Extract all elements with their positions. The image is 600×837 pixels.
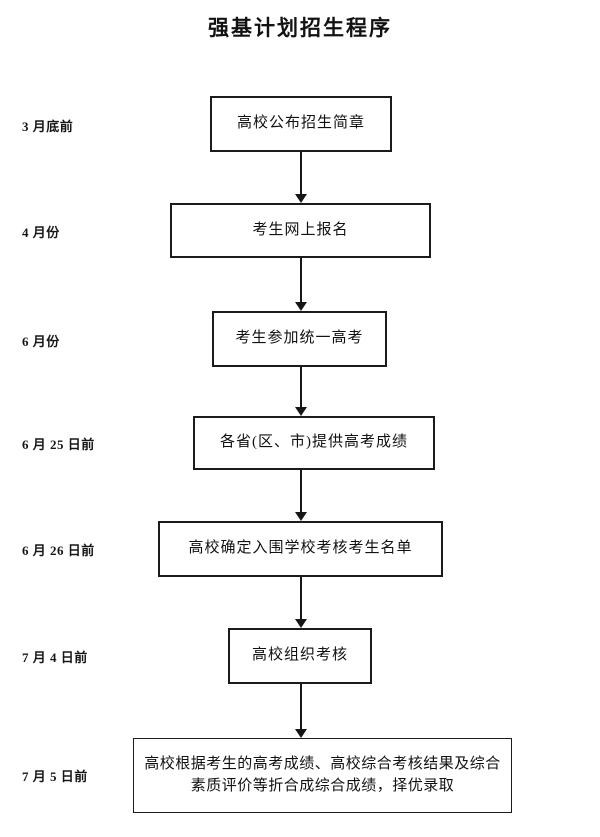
step-box-label: 高校公布招生简章 [236, 115, 365, 132]
step-box[interactable]: 高校公布招生简章 [210, 96, 392, 152]
step-box-label: 各省(区、市)提供高考成绩 [220, 434, 408, 451]
flow-arrow-icon [294, 684, 308, 738]
step-box-label: 考生网上报名 [252, 221, 349, 238]
step-date-label: 7 月 4 日前 [22, 650, 88, 665]
step-date-label: 4 月份 [22, 225, 60, 240]
step-box[interactable]: 高校确定入围学校考核考生名单 [158, 521, 443, 577]
flow-arrow-icon [294, 367, 308, 416]
step-date-label: 6 月份 [22, 334, 60, 349]
step-box-label: 高校根据考生的高考成绩、高校综合考核结果及综合素质评价等折合成综合成绩，择优录取 [144, 755, 501, 794]
step-box[interactable]: 高校组织考核 [228, 628, 372, 684]
step-date-label: 6 月 26 日前 [22, 543, 95, 558]
flow-arrow-icon [294, 258, 308, 311]
flow-arrow-icon [294, 470, 308, 521]
flow-arrow-icon [294, 577, 308, 628]
step-date-label: 7 月 5 日前 [22, 769, 88, 784]
step-box[interactable]: 高校根据考生的高考成绩、高校综合考核结果及综合素质评价等折合成综合成绩，择优录取 [133, 738, 512, 813]
page-title: 强基计划招生程序 [208, 17, 392, 40]
step-box-label: 高校组织考核 [251, 647, 348, 664]
step-date-label: 6 月 25 日前 [22, 437, 95, 452]
step-box[interactable]: 各省(区、市)提供高考成绩 [193, 416, 435, 470]
step-box-label: 考生参加统一高考 [235, 330, 364, 347]
step-box[interactable]: 考生网上报名 [170, 203, 431, 258]
step-box[interactable]: 考生参加统一高考 [212, 311, 387, 367]
flow-arrow-icon [294, 152, 308, 203]
step-box-label: 高校确定入围学校考核考生名单 [188, 540, 413, 557]
step-date-label: 3 月底前 [22, 119, 74, 134]
